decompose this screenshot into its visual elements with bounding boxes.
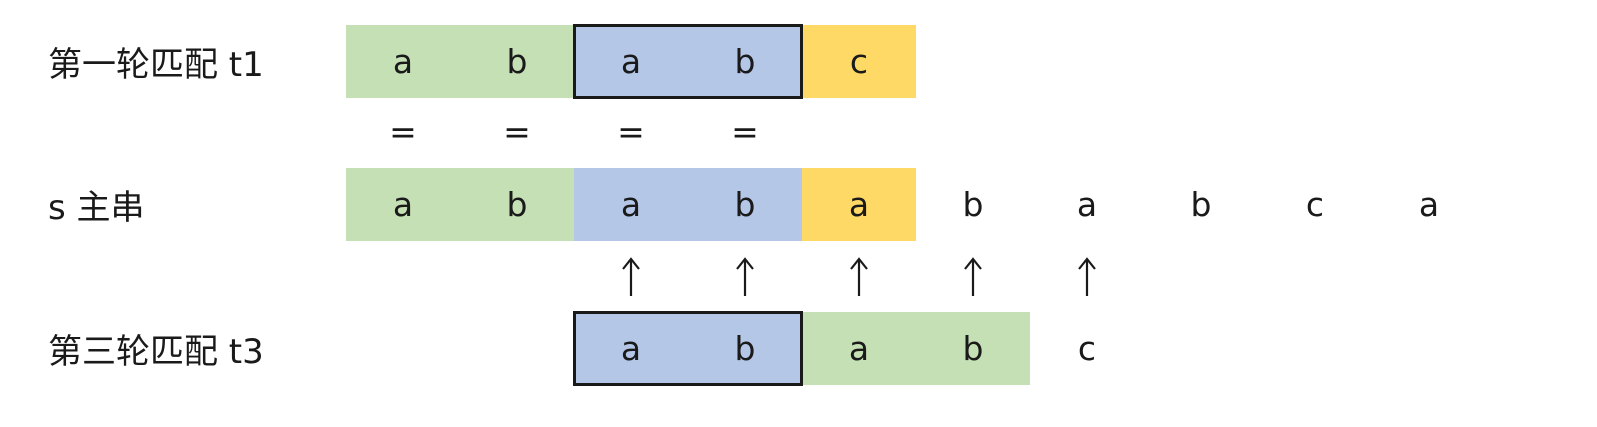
up-arrow-icon [736,257,754,296]
cell-s-7: b [1190,185,1212,224]
cell-t3-2: a [802,312,916,385]
cell-s-5: b [962,185,984,224]
cell-t3-3: b [916,312,1030,385]
cell-t1-3: b [688,25,802,98]
cell-s-2: a [574,168,688,241]
cell-s-6: a [1076,185,1098,224]
up-arrow-icon [850,257,868,296]
row-label-t3: 第三轮匹配 t3 [48,332,264,372]
cell-t3-1: b [688,312,802,385]
cell-t1-2: a [574,25,688,98]
matched-prefix-frame-t1 [573,24,803,99]
equals-sign-2: = [617,112,645,151]
cell-s-3: b [688,168,802,241]
cell-s-9: a [1418,185,1440,224]
cell-t1-4: c [802,25,916,98]
cell-s-1: b [460,168,574,241]
cell-s-8: c [1305,185,1325,224]
cell-s-4: a [802,168,916,241]
up-arrow-icon [622,257,640,296]
cell-t1-1: b [460,25,574,98]
row-label-t1: 第一轮匹配 t1 [48,45,264,85]
up-arrow-icon [964,257,982,296]
row-label-s: s 主串 [48,188,145,228]
equals-sign-1: = [503,112,531,151]
up-arrow-icon [1078,257,1096,296]
cell-t1-0: a [346,25,460,98]
cell-s-0: a [346,168,460,241]
equals-sign-3: = [731,112,759,151]
cell-t3-4: c [1077,329,1097,368]
matched-prefix-frame-t3 [573,311,803,386]
cell-t3-0: a [574,312,688,385]
equals-sign-0: = [389,112,417,151]
